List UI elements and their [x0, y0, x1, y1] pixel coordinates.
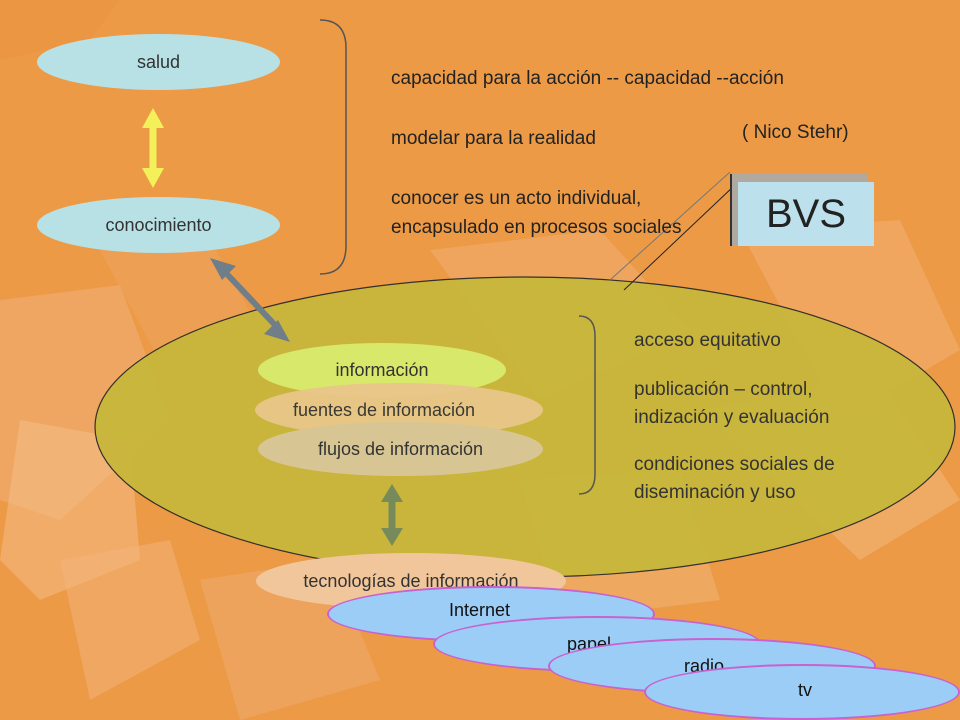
conocer-text-line1: conocer es un acto individual,	[391, 188, 642, 209]
flujos-label: flujos de información	[317, 438, 484, 459]
connector-lines	[609, 171, 736, 291]
indizacion-text: indización y evaluación	[634, 407, 830, 428]
double-arrow-slate-icon	[210, 258, 290, 342]
conocer-text-line2: encapsulado en procesos sociales	[391, 217, 682, 238]
conocimiento-oval: conocimiento	[37, 197, 280, 253]
salud-label: salud	[136, 51, 181, 72]
author-citation: ( Nico Stehr)	[742, 122, 849, 143]
fuentes-label: fuentes de información	[292, 399, 476, 420]
double-arrow-yellow-icon	[142, 108, 164, 188]
modelar-text: modelar para la realidad	[391, 128, 596, 149]
condiciones-text: condiciones sociales de	[634, 454, 835, 475]
bvs-label: BVS	[765, 191, 847, 236]
internet-oval: Internet	[327, 586, 655, 642]
salud-oval: salud	[37, 34, 280, 90]
double-arrow-green-icon	[381, 484, 403, 546]
informacion-label: información	[335, 359, 429, 380]
capacidad-text: capacidad para la acción -- capacidad --…	[391, 68, 784, 89]
bvs-badge: BVS	[738, 182, 874, 246]
flujos-oval: flujos de información	[258, 422, 543, 476]
internet-label: Internet	[449, 600, 511, 620]
top-bracket	[319, 19, 347, 275]
conocimiento-label: conocimiento	[105, 214, 212, 235]
middle-bracket	[578, 315, 596, 495]
acceso-text: acceso equitativo	[634, 330, 781, 351]
diseminacion-text: diseminación y uso	[634, 482, 796, 503]
publicacion-text: publicación – control,	[634, 379, 813, 400]
tv-label: tv	[798, 680, 813, 700]
tv-oval: tv	[644, 664, 960, 720]
